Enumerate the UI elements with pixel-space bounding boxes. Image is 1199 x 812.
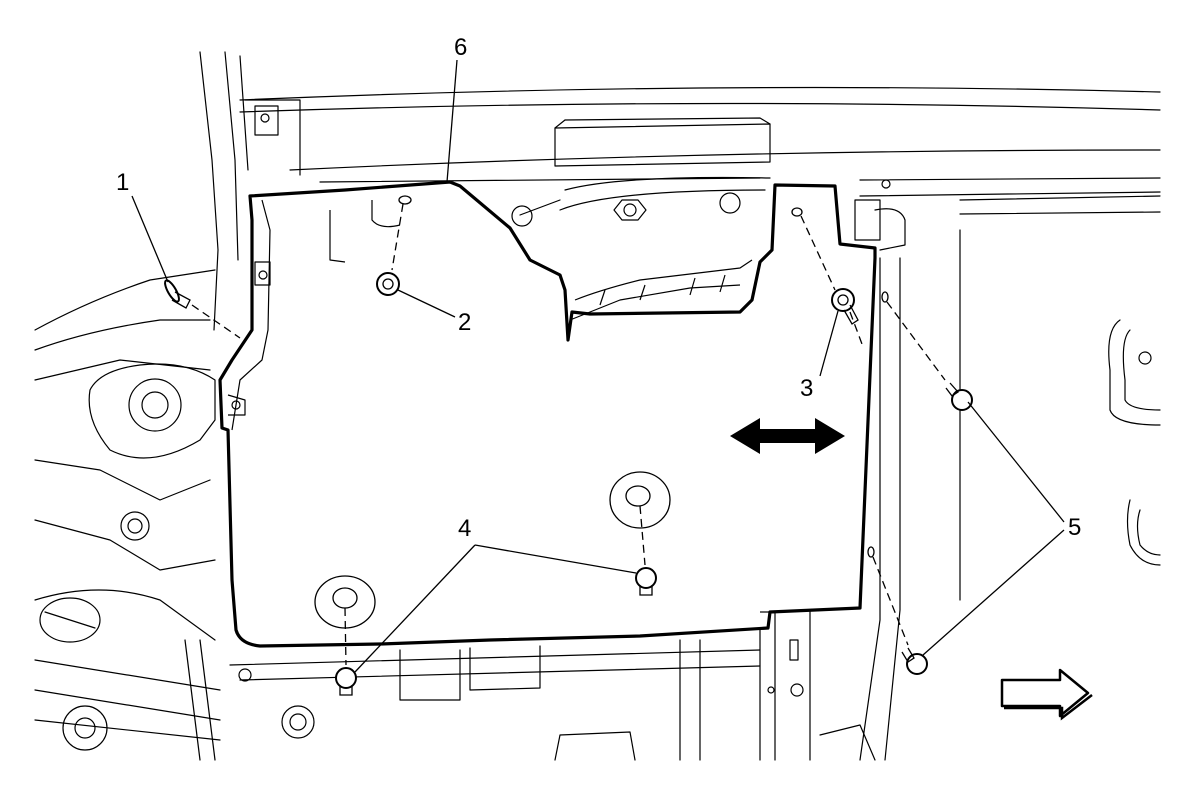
- callout-labels: 1 2 3 4 5 6: [116, 34, 1081, 542]
- callout-3: 3: [800, 375, 813, 402]
- forward-arrow-icon: [1000, 668, 1093, 721]
- shield-panel: [218, 180, 877, 648]
- fasteners: [164, 195, 973, 696]
- leader-lines: [131, 59, 1065, 673]
- background-structure: [34, 51, 1161, 761]
- callout-2: 2: [458, 309, 471, 336]
- callout-4: 4: [458, 515, 471, 542]
- callout-5: 5: [1068, 514, 1081, 541]
- callout-1: 1: [116, 169, 129, 196]
- double-arrow-icon: [730, 418, 845, 454]
- callout-6: 6: [454, 34, 467, 61]
